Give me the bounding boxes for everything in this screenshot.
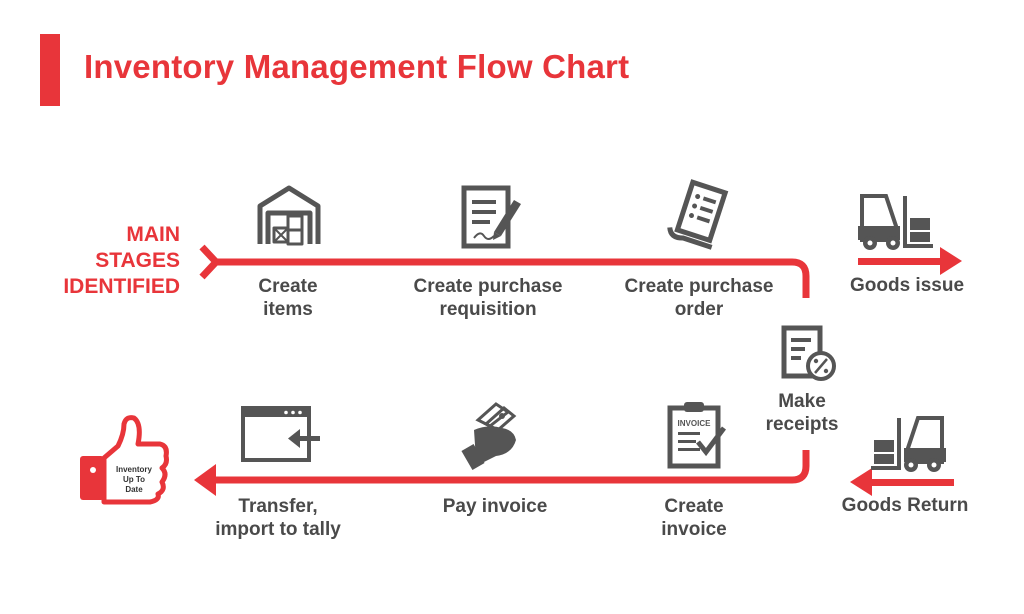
thumbs-up-icon: Inventory Up To Date (80, 415, 169, 505)
stage-label-line: Create (664, 496, 724, 517)
invoice-clipboard-icon: INVOICE (667, 402, 726, 469)
stage-label-transfer-import: Transfer, import to tally (215, 495, 341, 541)
stage-label-line: requisition (439, 299, 537, 320)
document-pen-icon (461, 185, 521, 249)
stage-label-line: import to tally (215, 519, 341, 540)
stage-label-create-purchase-order: Create purchase order (625, 275, 774, 321)
import-window-icon (241, 406, 320, 462)
goods-issue-arrow (858, 247, 962, 275)
stage-label-create-items: Create items (258, 275, 317, 321)
forklift-issue-icon (858, 194, 933, 250)
stage-label-line: receipts (765, 414, 839, 435)
stage-label-line: Create purchase (624, 276, 774, 297)
stage-label-create-invoice: Create invoice (661, 495, 726, 541)
goods-issue-label: Goods issue (849, 275, 965, 296)
goods-return-label: Goods Return (841, 495, 969, 516)
stage-label-line: Create (258, 276, 318, 297)
flow-end-arrowhead (194, 464, 216, 496)
stage-label-create-purchase-requisition: Create purchase requisition (414, 275, 563, 321)
thumb-text-2: Up To (123, 475, 145, 484)
forklift-return-icon (871, 416, 946, 472)
warehouse-icon (257, 185, 321, 246)
main-stages-line-3: IDENTIFIED (63, 275, 180, 298)
stage-label-line: invoice (661, 519, 727, 540)
stage-label-pay-invoice: Pay invoice (443, 495, 548, 518)
receipt-percent-icon (781, 325, 836, 381)
page-title: Inventory Management Flow Chart (84, 48, 630, 85)
main-stages-line-2: STAGES (95, 249, 180, 272)
goods-return-arrow (850, 468, 954, 496)
stage-label-line: Transfer, (238, 496, 318, 517)
invoice-icon-text: INVOICE (678, 419, 712, 428)
stage-label-line: Make (778, 391, 826, 412)
thumb-text-3: Date (125, 485, 143, 494)
main-stages-line-1: MAIN (126, 223, 180, 246)
flow-start-chevron (199, 244, 221, 280)
title-accent-bar (40, 34, 60, 106)
stage-label-line: order (674, 299, 724, 320)
stage-label-line: Pay invoice (442, 496, 548, 517)
order-list-icon (667, 179, 729, 250)
stage-label-line: Create purchase (413, 276, 563, 297)
stage-label-line: items (263, 299, 313, 320)
stage-label-make-receipts: Make receipts (766, 390, 839, 436)
main-stages-label: MAIN STAGES IDENTIFIED (28, 222, 180, 300)
flow-path (212, 258, 810, 484)
hand-money-icon (461, 402, 517, 471)
thumb-text-1: Inventory (116, 465, 153, 474)
